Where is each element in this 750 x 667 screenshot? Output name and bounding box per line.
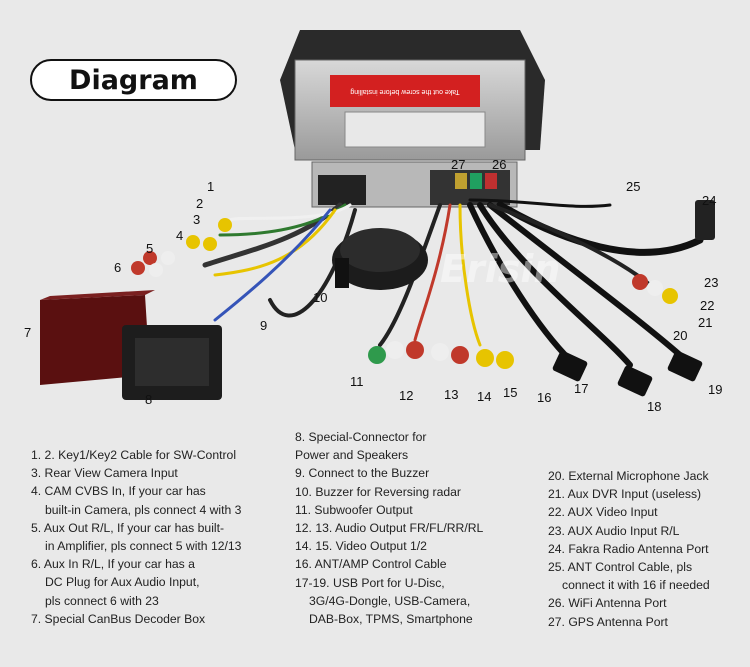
legend-item: in Amplifier, pls connect 5 with 12/13 (45, 539, 242, 554)
callout-3: 3 (193, 212, 201, 227)
legend-item: 7. Special CanBus Decoder Box (31, 611, 206, 626)
callout-9: 9 (260, 318, 268, 333)
legend-item: 5. Aux Out R/L, If your car has built- (31, 520, 225, 535)
legend-column-3: 20. External Microphone Jack 21. Aux DVR… (548, 467, 710, 631)
callout-27: 27 (451, 157, 466, 172)
legend-item: 27. GPS Antenna Port (548, 614, 668, 629)
power-connector (122, 325, 222, 400)
callout-6: 6 (114, 260, 122, 275)
callout-4: 4 (176, 228, 184, 243)
legend-item: 12. 13. Audio Output FR/FL/RR/RL (295, 521, 484, 536)
legend-item: 4. CAM CVBS In, If your car has (31, 484, 206, 499)
callout-10: 10 (313, 290, 328, 305)
legend-item: 3G/4G-Dongle, USB-Camera, (309, 593, 471, 608)
callout-1: 1 (207, 179, 215, 194)
callout-11: 11 (350, 374, 364, 389)
legend-item: DC Plug for Aux Audio Input, (45, 575, 200, 590)
product-photo: Take out the screw before installing (40, 30, 715, 400)
callout-15: 15 (503, 385, 518, 400)
legend-item: 14. 15. Video Output 1/2 (295, 539, 427, 554)
callout-13: 13 (444, 387, 459, 402)
callout-24: 24 (702, 193, 717, 208)
callout-18: 18 (647, 399, 662, 414)
legend-column-2: 8. Special-Connector for Power and Speak… (295, 428, 483, 628)
legend-item: 8. Special-Connector for (295, 430, 427, 444)
callout-8: 8 (145, 392, 153, 407)
cable-bundle (202, 198, 704, 368)
callout-2: 2 (196, 196, 204, 211)
legend-item: 21. Aux DVR Input (useless) (548, 487, 702, 502)
legend-item: 1. 2. Key1/Key2 Cable for SW-Control (31, 448, 237, 462)
warning-sticker (330, 75, 480, 107)
legend-item: 24. Fakra Radio Antenna Port (548, 541, 709, 556)
legend-item: 25. ANT Control Cable, pls (548, 560, 693, 575)
legend-item: 22. AUX Video Input (548, 505, 658, 520)
page-title: Diagram (69, 64, 198, 96)
usb-plugs (552, 200, 715, 397)
watermark-text: Erisin (440, 247, 560, 291)
legend-item: 16. ANT/AMP Control Cable (295, 557, 447, 572)
legend-item: 26. WiFi Antenna Port (548, 596, 667, 611)
callout-20: 20 (673, 328, 688, 343)
callout-16: 16 (537, 390, 552, 405)
legend-item: DAB-Box, TPMS, Smartphone (309, 612, 473, 627)
legend-column-1: 1. 2. Key1/Key2 Cable for SW-Control 3. … (31, 446, 241, 628)
head-unit: Take out the screw before installing (280, 30, 545, 208)
callout-22: 22 (700, 298, 715, 313)
legend-item: pls connect 6 with 23 (45, 593, 159, 608)
rca-plugs (131, 218, 678, 369)
legend-item: 20. External Microphone Jack (548, 469, 709, 483)
callout-19: 19 (708, 382, 723, 397)
legend-item: connect it with 16 if needed (562, 578, 710, 593)
legend-item: 17-19. USB Port for U-Disc, (295, 575, 445, 590)
callout-21: 21 (698, 315, 713, 330)
callout-26: 26 (492, 157, 507, 172)
legend-item: 10. Buzzer for Reversing radar (295, 484, 461, 499)
legend-item: 9. Connect to the Buzzer (295, 466, 430, 481)
title-badge: Diagram (30, 59, 237, 101)
callout-23: 23 (704, 275, 719, 290)
sticker-text: Take out the screw before installing (350, 88, 459, 95)
callout-7: 7 (24, 325, 32, 340)
legend-item: built-in Camera, pls connect 4 with 3 (45, 502, 242, 517)
callout-12: 12 (399, 388, 414, 403)
buzzer (332, 228, 428, 290)
callout-25: 25 (626, 179, 641, 194)
legend-item: 23. AUX Audio Input R/L (548, 523, 680, 538)
callout-5: 5 (146, 241, 154, 256)
legend-item: Power and Speakers (295, 448, 409, 463)
legend-item: 11. Subwoofer Output (295, 502, 413, 517)
legend-item: 3. Rear View Camera Input (31, 466, 178, 481)
callout-14: 14 (477, 389, 492, 404)
legend-item: 6. Aux In R/L, If your car has a (31, 557, 195, 572)
wiring-harness-illustration: Take out the screw before installing (40, 30, 715, 400)
callout-17: 17 (574, 381, 589, 396)
